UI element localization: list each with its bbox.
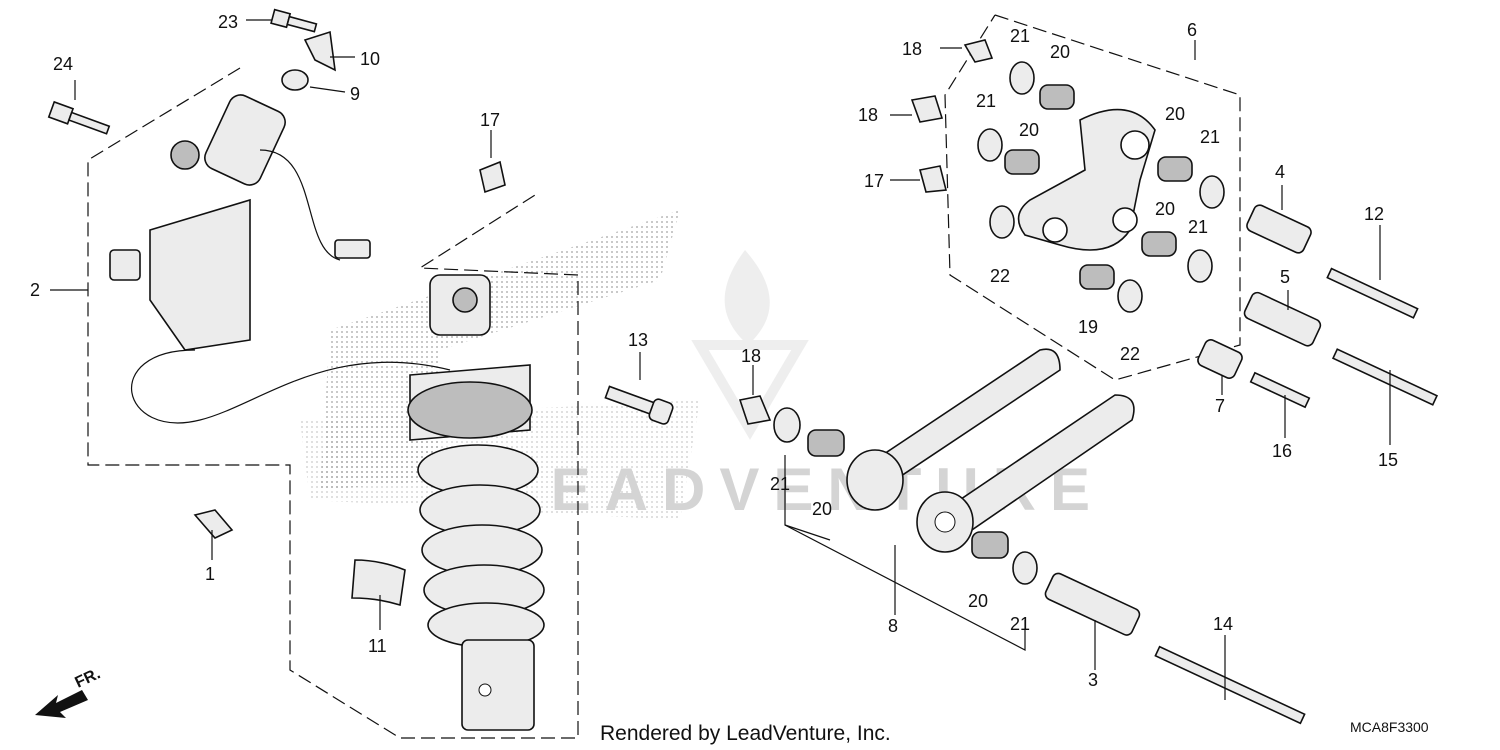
shock-spring: [417, 444, 545, 648]
left-hardware: [47, 8, 674, 607]
label-part-21-c: 21: [1200, 127, 1220, 147]
bolt-14: [1154, 645, 1306, 725]
label-part-21-d: 21: [1188, 217, 1208, 237]
bolt-15: [1331, 348, 1439, 406]
label-part-21-b: 21: [976, 91, 996, 111]
rear-shock-absorber: [407, 274, 545, 731]
label-part-11: 11: [368, 636, 387, 656]
label-part-21-a: 21: [1010, 26, 1030, 46]
diagram-code: MCA8F3300: [1350, 719, 1429, 735]
label-part-8: 8: [888, 616, 898, 636]
label-part-16: 16: [1272, 441, 1292, 461]
label-part-20-a: 20: [1050, 42, 1070, 62]
label-part-18-mid: 18: [858, 105, 878, 125]
connecting-rods-8: [846, 348, 1135, 553]
label-part-20-d: 20: [1155, 199, 1175, 219]
bolt-16: [1249, 371, 1311, 409]
label-part-18-bottom: 18: [741, 346, 761, 366]
washer-9: [281, 69, 309, 91]
front-direction-arrow-icon: FR.: [35, 665, 103, 718]
bolt-12: [1326, 267, 1419, 319]
label-part-13: 13: [628, 330, 648, 350]
sheet-11: [351, 559, 406, 607]
label-part-15: 15: [1378, 450, 1398, 470]
label-part-22-a: 22: [990, 266, 1010, 286]
label-part-21-e: 21: [770, 474, 790, 494]
collar-3: [1044, 572, 1141, 636]
label-part-5: 5: [1280, 267, 1290, 287]
leadventure-flame-logo: [691, 250, 809, 440]
damper-actuator: [109, 94, 451, 424]
label-part-18-top: 18: [902, 39, 922, 59]
label-part-3: 3: [1088, 670, 1098, 690]
part-numbers: 1 2 3 4 5 6 7 8 9 10 11 12 13 14 15 16 1…: [30, 12, 1398, 690]
collar-4: [1246, 204, 1312, 254]
label-part-17-left: 17: [480, 110, 500, 130]
label-part-23: 23: [218, 12, 238, 32]
label-part-20-e: 20: [812, 499, 832, 519]
label-part-2: 2: [30, 280, 40, 300]
label-part-10: 10: [360, 49, 380, 69]
bolt-23: [270, 8, 318, 33]
label-part-9: 9: [350, 84, 360, 104]
clip-1: [193, 509, 234, 539]
label-part-20-c: 20: [1165, 104, 1185, 124]
label-part-4: 4: [1275, 162, 1285, 182]
label-part-14: 14: [1213, 614, 1233, 634]
label-part-20-f: 20: [968, 591, 988, 611]
label-part-7: 7: [1215, 396, 1225, 416]
bracket-10: [303, 30, 336, 72]
collar-7: [1197, 339, 1243, 379]
shock-arm-6: [1017, 108, 1156, 251]
bolt-13: [604, 385, 674, 425]
label-part-1: 1: [205, 564, 215, 584]
render-credit: Rendered by LeadVenture, Inc.: [600, 722, 891, 745]
bolt-24: [47, 100, 111, 135]
label-part-24: 24: [53, 54, 73, 74]
direction-label: FR.: [73, 665, 104, 691]
label-part-22-b: 22: [1120, 344, 1140, 364]
label-part-19: 19: [1078, 317, 1098, 337]
group-outlines: [87, 14, 1241, 739]
label-part-6: 6: [1187, 20, 1197, 40]
collars-and-bolts-right: [1044, 204, 1439, 725]
label-part-21-f: 21: [1010, 614, 1030, 634]
label-part-12: 12: [1364, 204, 1384, 224]
leader-lines: [50, 19, 1391, 700]
label-part-20-b: 20: [1019, 120, 1039, 140]
collar-5: [1243, 291, 1322, 347]
bearings-and-seals: [738, 39, 1225, 585]
label-part-17-right: 17: [864, 171, 884, 191]
nut-17-left: [479, 160, 506, 194]
